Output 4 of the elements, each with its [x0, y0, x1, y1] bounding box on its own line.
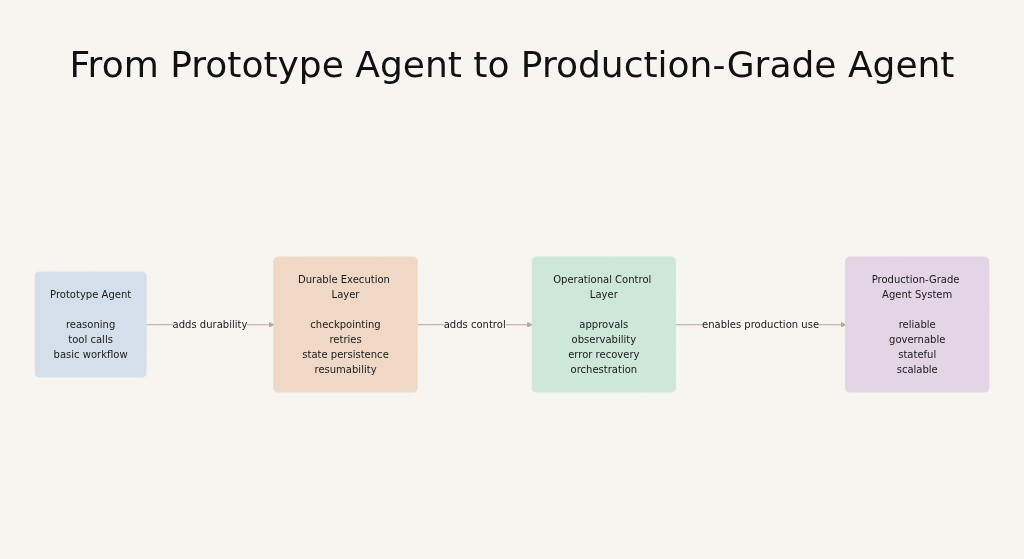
diagram-title: From Prototype Agent to Production-Grade Agent	[69, 44, 955, 85]
edge-label: adds control	[443, 318, 506, 331]
edge-label: enables production use	[701, 318, 820, 331]
edge-label: adds durability	[172, 318, 248, 331]
